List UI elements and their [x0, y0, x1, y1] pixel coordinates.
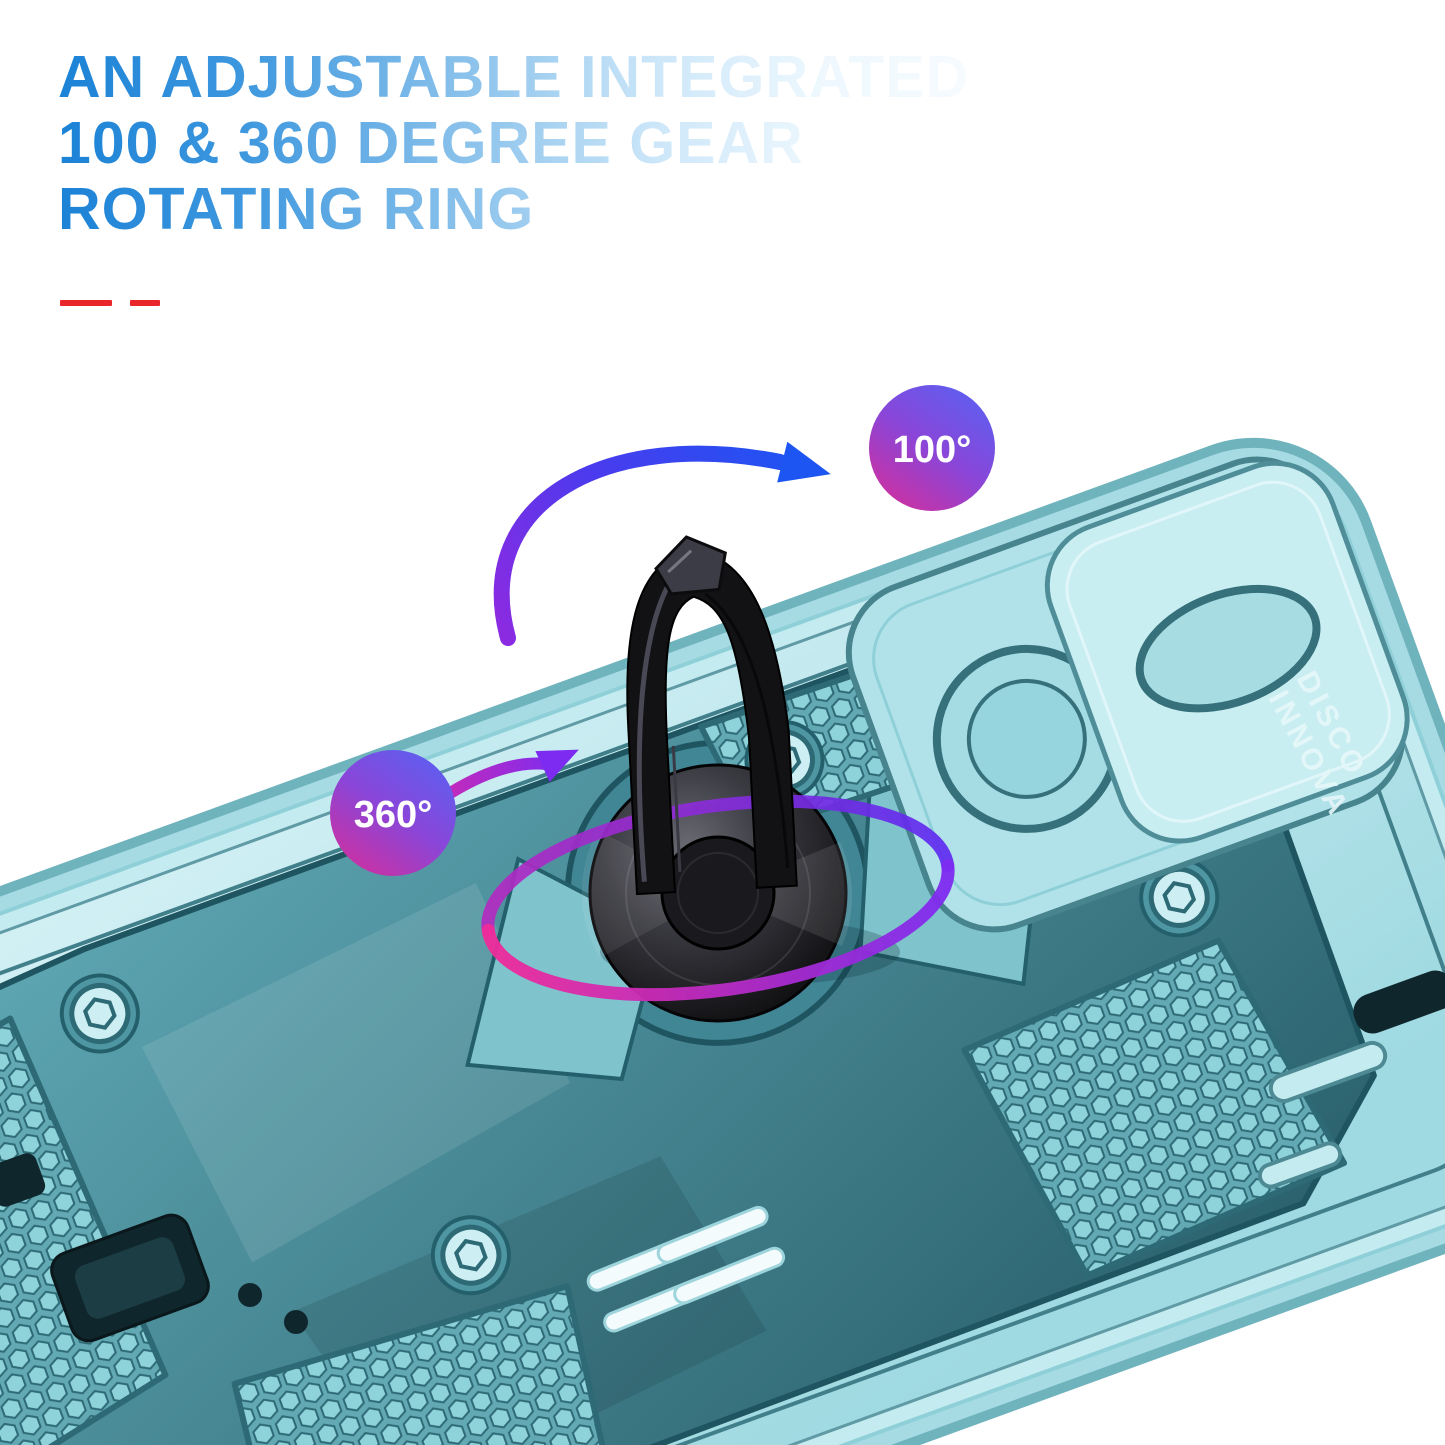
- headline-line-3: ROTATING RING: [58, 176, 535, 243]
- case-inner-rim: [0, 528, 1445, 1445]
- rotation-arrow-purple: [446, 749, 579, 798]
- antenna-slits-2: [656, 1205, 786, 1305]
- speaker-hole-1: [238, 1283, 262, 1307]
- badge-100-degree: 100°: [869, 385, 995, 511]
- camera-lens-inner: [966, 678, 1087, 799]
- ring-hinge-highlight: [667, 549, 693, 574]
- ring-hinge-knuckle: [654, 535, 727, 596]
- honeycomb-patch-bottom: [231, 1283, 610, 1445]
- volume-button: [1268, 1040, 1388, 1104]
- honeycomb-patch-left: [0, 1015, 169, 1445]
- camera-module: [845, 456, 1410, 933]
- red-dash-short: [130, 300, 160, 306]
- screw-bottom: [430, 1215, 511, 1296]
- ring-kickstand: [626, 535, 798, 896]
- orbit-arrow-back: [481, 794, 955, 937]
- rotation-arrow-blue: [493, 441, 831, 646]
- headline-line-1: AN ADJUSTABLE INTEGRATED: [58, 44, 970, 110]
- power-button: [1257, 1141, 1343, 1189]
- badge-360-label: 360°: [354, 794, 433, 836]
- badge-100-label: 100°: [893, 429, 972, 471]
- headline: AN ADJUSTABLE INTEGRATED 100 & 360 DEGRE…: [58, 44, 969, 242]
- badge-360-degree: 360°: [330, 750, 456, 876]
- screw-left: [59, 973, 140, 1054]
- ring-loop: [626, 547, 798, 896]
- red-dash-long: [60, 300, 112, 306]
- honeycomb-patch-right: [961, 937, 1348, 1279]
- red-dash-underline: [60, 300, 160, 306]
- screw-right: [1139, 857, 1220, 938]
- plate-highlight-facet: [141, 883, 570, 1263]
- rotation-arrow-purple-head: [535, 749, 579, 782]
- orbit-arrow-front: [481, 859, 955, 1002]
- charging-port: [50, 1213, 210, 1343]
- headline-line-2: 100 & 360 DEGREE GEAR: [58, 110, 804, 177]
- ring-inner-shadow: [704, 592, 790, 869]
- slide-grip-slot: [1135, 584, 1321, 713]
- speaker-hole-2: [284, 1310, 308, 1334]
- side-cutout: [1353, 970, 1445, 1034]
- rotation-arrow-blue-head: [777, 441, 831, 483]
- mic-slot: [0, 1153, 46, 1207]
- camera-slide-cover-bevel: [1065, 480, 1391, 823]
- ring-leg-highlight: [671, 745, 682, 872]
